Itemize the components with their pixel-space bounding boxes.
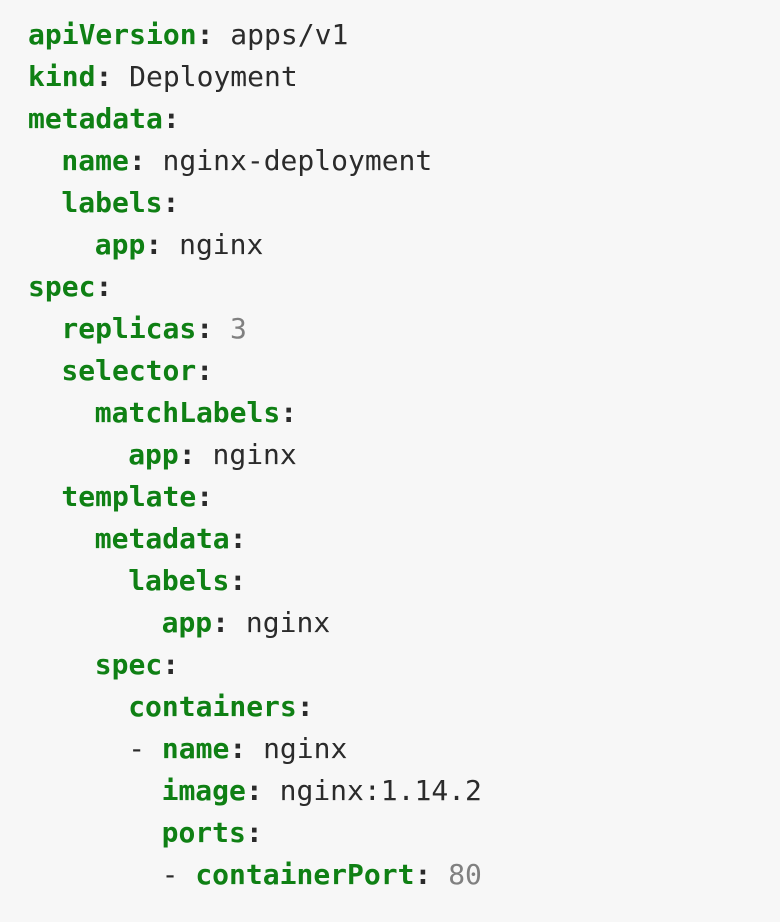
- yaml-space: [112, 60, 129, 93]
- yaml-colon: :: [162, 186, 180, 219]
- yaml-value: nginx: [245, 606, 331, 639]
- yaml-value: nginx-deployment: [162, 144, 433, 177]
- yaml-space: [246, 732, 263, 765]
- yaml-space: [162, 228, 179, 261]
- yaml-value: nginx:1.14.2: [279, 774, 482, 807]
- yaml-space: [146, 144, 163, 177]
- yaml-key: template: [61, 480, 197, 513]
- yaml-colon: :: [296, 690, 314, 723]
- yaml-space: [213, 18, 230, 51]
- yaml-key: ports: [161, 816, 246, 849]
- yaml-key: app: [161, 606, 213, 639]
- yaml-key: selector: [61, 354, 197, 387]
- yaml-colon: :: [196, 18, 214, 51]
- yaml-key: spec: [28, 270, 96, 303]
- yaml-colon: :: [212, 606, 230, 639]
- yaml-key: metadata: [94, 522, 230, 555]
- code-line: spec:: [28, 266, 780, 308]
- yaml-colon: :: [229, 732, 247, 765]
- yaml-key: containers: [128, 690, 297, 723]
- yaml-key: labels: [128, 564, 230, 597]
- yaml-colon: :: [178, 438, 196, 471]
- yaml-key: name: [61, 144, 129, 177]
- yaml-space: [213, 312, 230, 345]
- list-item-dash: -: [128, 732, 162, 765]
- yaml-value: Deployment: [129, 60, 298, 93]
- code-line: ports:: [28, 812, 780, 854]
- code-line: labels:: [28, 560, 780, 602]
- code-line: spec:: [28, 644, 780, 686]
- code-line: app: nginx: [28, 602, 780, 644]
- list-item-dash: -: [161, 858, 196, 891]
- yaml-colon: :: [414, 858, 432, 891]
- yaml-colon: :: [162, 648, 180, 681]
- yaml-colon: :: [95, 60, 113, 93]
- yaml-colon: :: [196, 354, 214, 387]
- code-line: app: nginx: [28, 434, 780, 476]
- yaml-colon: :: [229, 564, 247, 597]
- yaml-key: name: [161, 732, 230, 765]
- yaml-key: metadata: [28, 102, 163, 135]
- yaml-key: containerPort: [195, 858, 415, 891]
- yaml-key: image: [161, 774, 246, 807]
- code-line: containers:: [28, 686, 780, 728]
- code-line: image: nginx:1.14.2: [28, 770, 780, 812]
- code-line: template:: [28, 476, 780, 518]
- code-line: kind: Deployment: [28, 56, 780, 98]
- code-line: metadata:: [28, 98, 780, 140]
- yaml-colon: :: [280, 396, 298, 429]
- yaml-colon: :: [245, 774, 263, 807]
- yaml-value: nginx: [179, 228, 264, 261]
- yaml-key: spec: [94, 648, 163, 681]
- yaml-key: app: [128, 438, 179, 471]
- code-line: metadata:: [28, 518, 780, 560]
- yaml-colon: :: [196, 312, 214, 345]
- code-line: - name: nginx: [28, 728, 780, 770]
- yaml-value: apps/v1: [230, 18, 349, 51]
- yaml-value: 80: [448, 858, 482, 891]
- code-line: selector:: [28, 350, 780, 392]
- code-line: name: nginx-deployment: [28, 140, 780, 182]
- yaml-space: [229, 606, 246, 639]
- yaml-key: labels: [61, 186, 163, 219]
- yaml-colon: :: [229, 522, 247, 555]
- code-line: app: nginx: [28, 224, 780, 266]
- yaml-key: kind: [28, 60, 96, 93]
- yaml-key: replicas: [61, 312, 197, 345]
- yaml-colon: :: [128, 144, 146, 177]
- yaml-key: app: [94, 228, 146, 261]
- code-line: replicas: 3: [28, 308, 780, 350]
- yaml-colon: :: [162, 102, 180, 135]
- yaml-space: [431, 858, 448, 891]
- yaml-space: [263, 774, 280, 807]
- code-line: labels:: [28, 182, 780, 224]
- yaml-key: apiVersion: [28, 18, 197, 51]
- yaml-value: nginx: [212, 438, 297, 471]
- yaml-colon: :: [196, 480, 214, 513]
- code-line: - containerPort: 80: [28, 854, 780, 896]
- yaml-value: 3: [229, 312, 247, 345]
- yaml-key: matchLabels: [94, 396, 281, 429]
- yaml-colon: :: [245, 816, 263, 849]
- code-line: matchLabels:: [28, 392, 780, 434]
- yaml-space: [196, 438, 213, 471]
- yaml-value: nginx: [263, 732, 348, 765]
- yaml-colon: :: [145, 228, 163, 261]
- yaml-colon: :: [95, 270, 113, 303]
- code-line: apiVersion: apps/v1: [28, 14, 780, 56]
